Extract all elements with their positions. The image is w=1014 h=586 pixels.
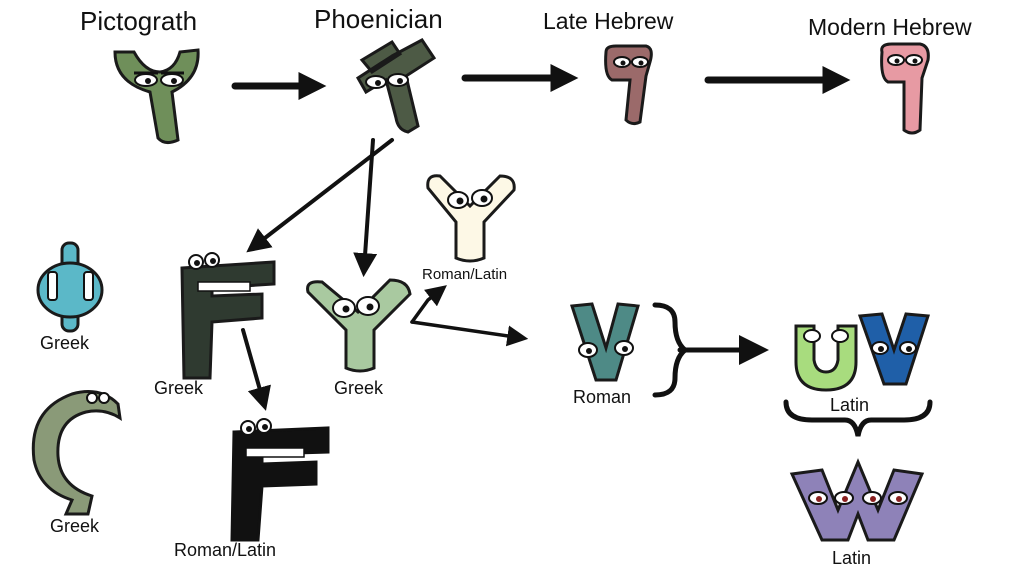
arrow-upsilon-to-roman-latin-y <box>410 285 447 324</box>
roman-latin-y-character <box>426 174 516 263</box>
roman-latin-f-character <box>230 418 330 542</box>
label-modern-hebrew: Modern Hebrew <box>808 14 972 40</box>
label-greek-digamma: Greek <box>154 378 204 398</box>
pictograph-character <box>113 48 200 145</box>
roman-v-character <box>569 302 640 382</box>
greek-phi-character <box>36 241 104 333</box>
modern-hebrew-character <box>880 42 930 135</box>
latin-w-character <box>789 458 925 542</box>
greek-digamma-character <box>180 252 276 380</box>
arrow-digamma-to-roman-latin-f <box>241 328 271 411</box>
label-greek-upsilon: Greek <box>334 378 384 398</box>
label-phoenician: Phoenician <box>314 4 443 34</box>
brace-latin <box>783 399 933 437</box>
label-pictograph: Pictograth <box>80 6 198 36</box>
label-greek-phi: Greek <box>40 333 90 353</box>
label-late-hebrew: Late Hebrew <box>543 8 674 34</box>
label-latin-uv: Latin <box>830 395 870 415</box>
latin-v-character <box>857 312 931 386</box>
label-roman-latin-f: Roman/Latin <box>174 540 277 560</box>
greek-koppa-character <box>31 390 122 516</box>
greek-upsilon-character <box>306 278 412 373</box>
label-roman-v: Roman <box>573 387 632 407</box>
arrow-phoenician-to-greek-digamma <box>246 138 394 253</box>
arrows <box>231 64 933 437</box>
arrow-phoenician-to-greek-upsilon <box>353 138 378 278</box>
late-hebrew-character <box>604 44 653 126</box>
label-roman-latin-y: Roman/Latin <box>422 266 508 283</box>
arrow-upsilon-to-roman-v <box>410 320 529 347</box>
label-latin-w: Latin <box>832 548 872 568</box>
label-greek-koppa: Greek <box>50 516 100 536</box>
latin-u-character <box>794 324 858 392</box>
brace-roman-v <box>652 302 689 398</box>
phoenician-character <box>355 38 437 134</box>
